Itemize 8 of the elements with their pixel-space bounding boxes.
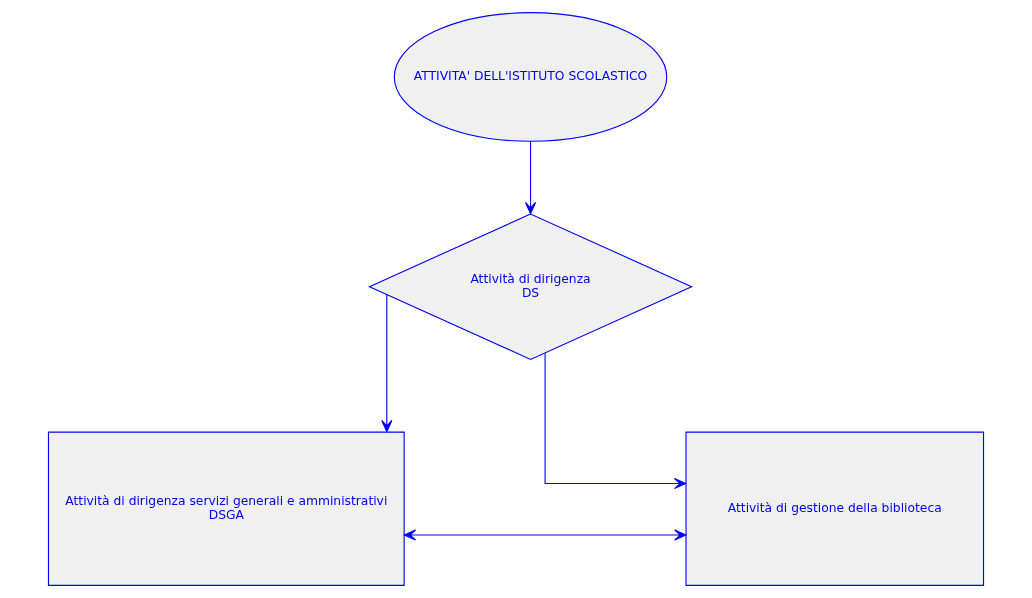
arrow bbox=[524, 140, 537, 215]
node-box: Attività di dirigenza servizi generali e amministrativi DSGA bbox=[47, 431, 405, 586]
node-diamond: Attività di dirigenza DS bbox=[368, 213, 693, 360]
node-ellipse: ATTIVITA' DELL'ISTITUTO SCOLASTICO bbox=[393, 12, 668, 142]
node-box: Attività di gestione della biblioteca bbox=[685, 431, 985, 586]
arrow bbox=[403, 529, 687, 541]
arrow bbox=[381, 294, 393, 433]
arrow bbox=[544, 352, 687, 490]
